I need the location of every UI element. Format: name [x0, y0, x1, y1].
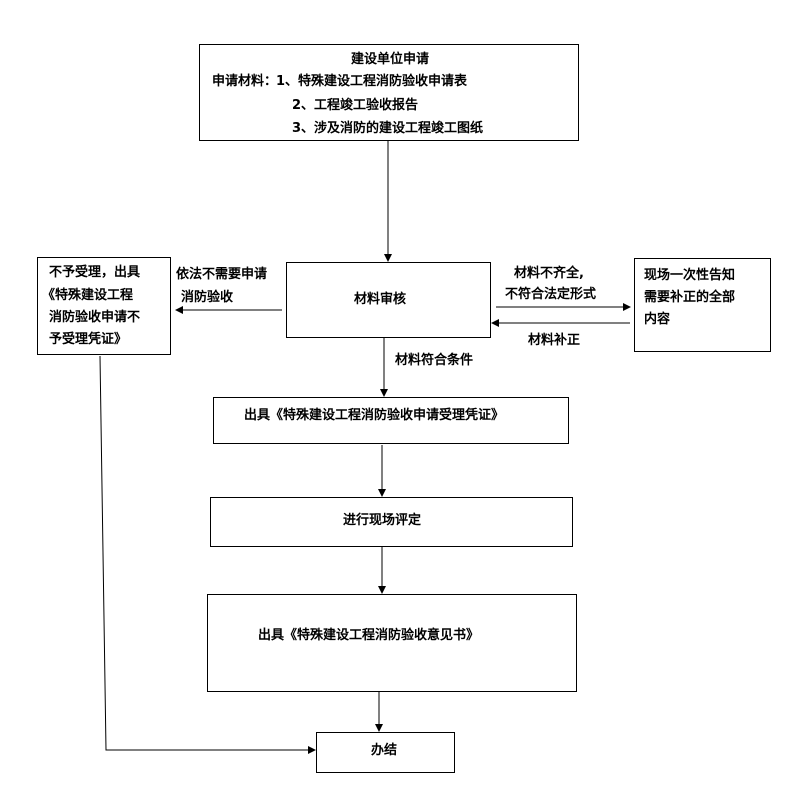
- opinion-box: 出具《特殊建设工程消防验收意见书》: [207, 594, 577, 692]
- reject-condition-line-1: 依法不需要申请: [176, 267, 268, 282]
- qualified-label: 材料符合条件: [395, 353, 474, 368]
- apply-item-3: 3、涉及消防的建设工程竣工图纸: [292, 121, 484, 136]
- arrow-reject-to-finish: [99, 355, 316, 754]
- reject-line-1: 不予受理，出具: [49, 265, 141, 280]
- supplement-label: 材料补正: [528, 333, 581, 348]
- finish-title: 办结: [371, 743, 398, 758]
- accept-title: 出具《特殊建设工程消防验收申请受理凭证》: [244, 408, 505, 423]
- incomplete-condition-line-2: 不符合法定形式: [505, 287, 597, 302]
- notify-line-3: 内容: [644, 312, 671, 327]
- notify-line-1: 现场一次性告知: [644, 268, 736, 283]
- apply-materials-label: 申请材料：: [212, 74, 278, 89]
- review-title: 材料审核: [354, 292, 407, 307]
- apply-box: 建设单位申请 申请材料： 1、特殊建设工程消防验收申请表 2、工程竣工验收报告 …: [199, 44, 579, 141]
- incomplete-condition-line-1: 材料不齐全,: [514, 266, 584, 281]
- inspect-title: 进行现场评定: [343, 513, 422, 528]
- notify-line-2: 需要补正的全部: [644, 290, 736, 305]
- review-box: 材料审核: [286, 262, 491, 338]
- reject-line-2: 《特殊建设工程: [42, 288, 134, 303]
- finish-box: 办结: [316, 732, 455, 773]
- opinion-title: 出具《特殊建设工程消防验收意见书》: [258, 628, 480, 643]
- accept-box: 出具《特殊建设工程消防验收申请受理凭证》: [213, 397, 569, 444]
- reject-box: 不予受理，出具 《特殊建设工程 消防验收申请不 予受理凭证》: [37, 257, 171, 355]
- reject-line-3: 消防验收申请不: [49, 310, 141, 325]
- reject-line-4: 予受理凭证》: [49, 332, 128, 347]
- apply-item-2: 2、工程竣工验收报告: [292, 98, 419, 113]
- inspect-box: 进行现场评定: [210, 497, 573, 547]
- notify-box: 现场一次性告知 需要补正的全部 内容: [634, 258, 771, 352]
- reject-condition-line-2: 消防验收: [181, 290, 234, 305]
- apply-item-1: 1、特殊建设工程消防验收申请表: [276, 74, 468, 89]
- apply-title: 建设单位申请: [351, 52, 430, 67]
